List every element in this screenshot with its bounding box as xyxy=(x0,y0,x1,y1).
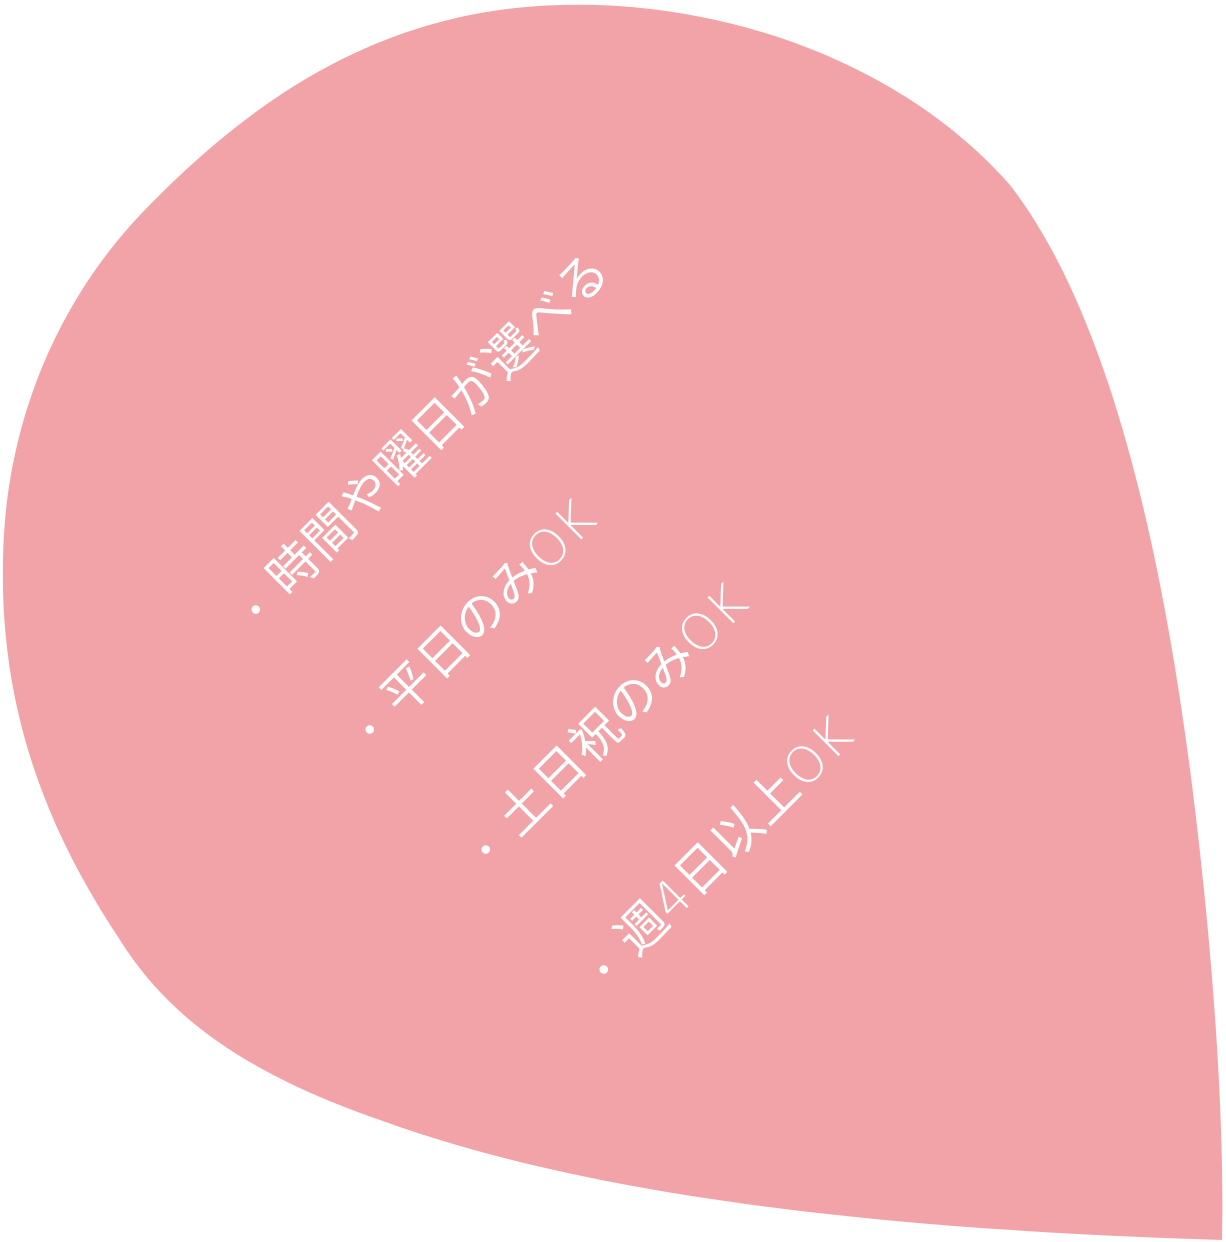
petal-background xyxy=(2,4,1223,1240)
